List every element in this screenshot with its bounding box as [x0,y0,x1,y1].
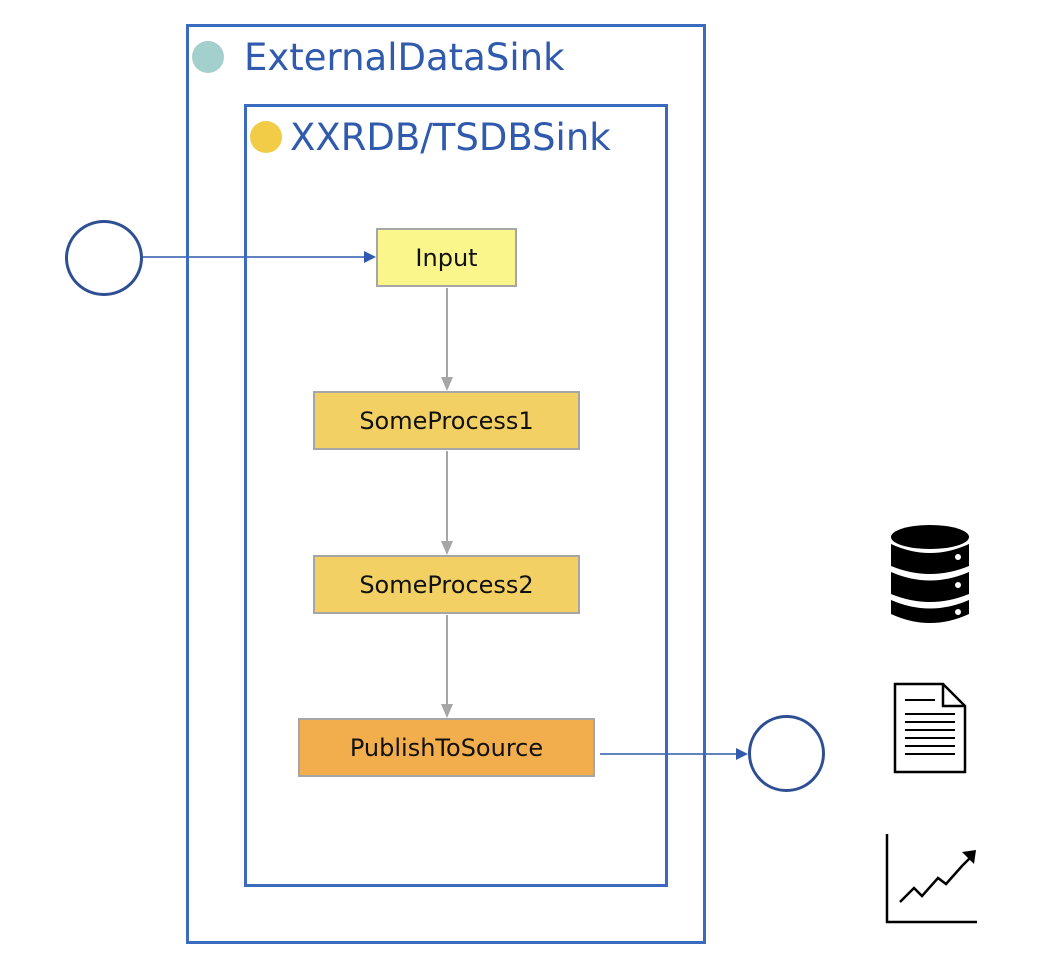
external-data-sink-header: ExternalDataSink [192,32,565,82]
output-port[interactable] [748,715,825,792]
line-chart-icon [885,834,977,924]
status-dot-icon [192,41,224,73]
external-data-sink-container [186,24,706,944]
node-publish-to-source[interactable]: PublishToSource [298,718,595,777]
database-icon [891,525,969,623]
status-dot-icon [250,121,282,153]
xxrdb-tsdb-sink-header: XXRDB/TSDBSink [250,112,611,162]
input-port[interactable] [65,220,143,296]
document-icon [893,682,967,774]
xxrdb-tsdb-sink-container [244,104,668,887]
node-some-process-1[interactable]: SomeProcess1 [313,391,580,450]
node-input[interactable]: Input [376,228,517,287]
external-data-sink-title: ExternalDataSink [244,35,565,79]
xxrdb-tsdb-sink-title: XXRDB/TSDBSink [290,115,611,159]
node-some-process-2[interactable]: SomeProcess2 [313,555,580,614]
